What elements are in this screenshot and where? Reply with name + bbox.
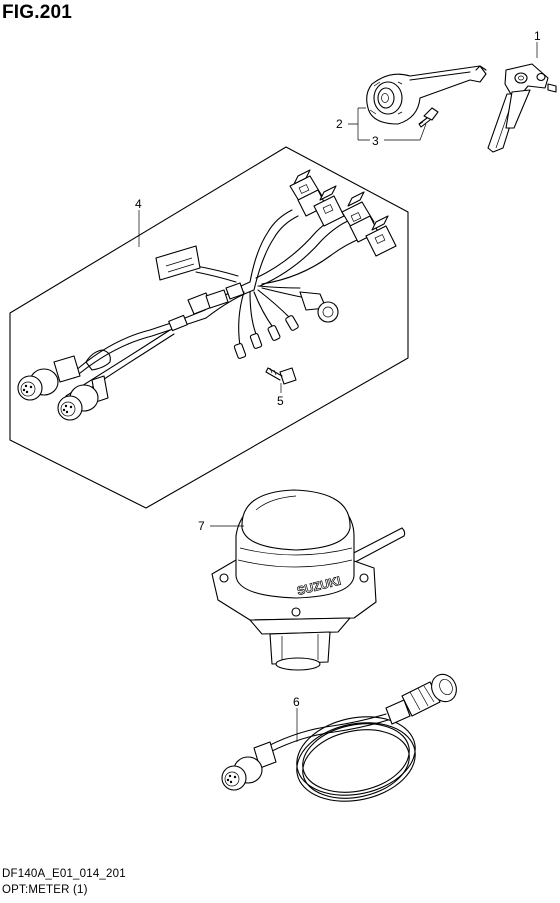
- leader-3: [384, 123, 427, 141]
- part-6-cable[interactable]: [221, 670, 461, 811]
- part-4-wire-harness[interactable]: [17, 169, 397, 421]
- part-4-box-outline: [9, 146, 409, 509]
- callout-1: 1: [534, 29, 541, 43]
- part-3-screw[interactable]: [418, 107, 439, 128]
- leader-2: [348, 107, 370, 141]
- callout-5: 5: [277, 394, 284, 408]
- figure-title: FIG.201: [2, 2, 73, 23]
- part-7-sensor-unit[interactable]: SUZUKI: [211, 489, 406, 671]
- callout-7: 7: [198, 519, 205, 533]
- part-5-screw[interactable]: [265, 367, 297, 385]
- callout-6: 6: [293, 695, 300, 709]
- callout-4: 4: [135, 197, 142, 211]
- part-2-lever-assembly[interactable]: [366, 65, 487, 125]
- figure-code: DF140A_E01_014_201: [2, 868, 126, 880]
- callout-3: 3: [372, 134, 379, 148]
- figure-name: OPT:METER (1): [2, 884, 88, 896]
- callout-2: 2: [336, 117, 343, 131]
- part-1-bracket[interactable]: [487, 63, 557, 153]
